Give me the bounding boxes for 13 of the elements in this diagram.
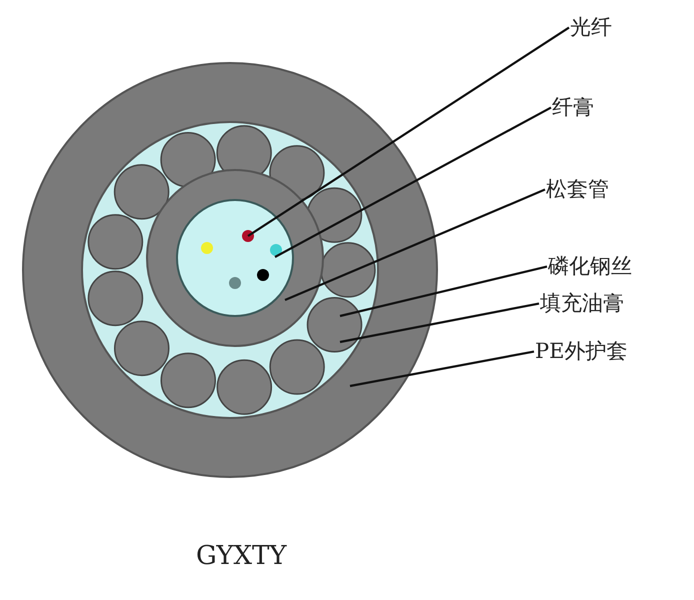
leader-line [274, 106, 552, 258]
leader-line [284, 188, 546, 302]
part-label: 填充油膏 [540, 292, 624, 316]
caption: GYXTY [196, 542, 286, 571]
part-label: 松套管 [546, 178, 609, 202]
leader-line [340, 265, 548, 318]
leader-line [247, 26, 570, 237]
part-label: PE外护套 [535, 340, 628, 364]
part-label: 纤膏 [552, 96, 594, 120]
part-label: 光纤 [570, 16, 612, 40]
part-label: 磷化钢丝 [548, 255, 632, 278]
leader-line [350, 350, 534, 388]
leader-line [340, 302, 540, 344]
